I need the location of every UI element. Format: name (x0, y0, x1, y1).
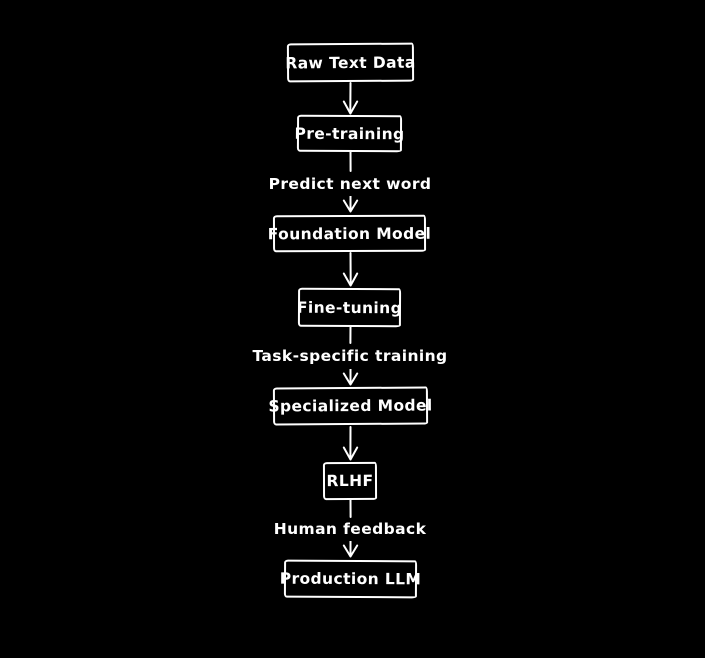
edge-label-task-specific-training: Task-specific training (252, 347, 448, 365)
node-pre-training-label: Pre-training (294, 124, 405, 143)
edge-line-pretraining-icon (349, 152, 352, 172)
arrow-head-to-production-icon (342, 541, 359, 558)
edge-line-rlhf-icon (349, 500, 352, 518)
edge-label-predict-next-word: Predict next word (268, 175, 432, 193)
node-raw-text-data-label: Raw Text Data (285, 53, 416, 72)
arrow-foundation-to-finetuning-icon (342, 252, 359, 287)
node-foundation-model: Foundation Model (268, 214, 431, 253)
arrow-raw-to-pretraining-icon (342, 82, 359, 115)
edge-line-finetuning-icon (349, 327, 352, 344)
node-foundation-model-label: Foundation Model (267, 224, 432, 243)
node-production-llm: Production LLM (280, 559, 421, 599)
arrow-head-to-specialized-icon (342, 369, 359, 386)
node-pre-training: Pre-training (294, 114, 405, 153)
node-rlhf-label: RLHF (326, 471, 374, 491)
node-specialized-model: Specialized Model (268, 386, 433, 426)
node-production-llm-label: Production LLM (279, 569, 422, 589)
node-fine-tuning: Fine-tuning (296, 287, 403, 328)
node-fine-tuning-label: Fine-tuning (296, 298, 403, 317)
node-specialized-model-label: Specialized Model (268, 396, 433, 416)
arrow-head-to-foundation-icon (342, 196, 359, 213)
node-rlhf: RLHF (322, 461, 378, 501)
arrow-specialized-to-rlhf-icon (342, 426, 359, 461)
edge-label-human-feedback: Human feedback (273, 520, 427, 538)
node-raw-text-data: Raw Text Data (285, 42, 416, 83)
